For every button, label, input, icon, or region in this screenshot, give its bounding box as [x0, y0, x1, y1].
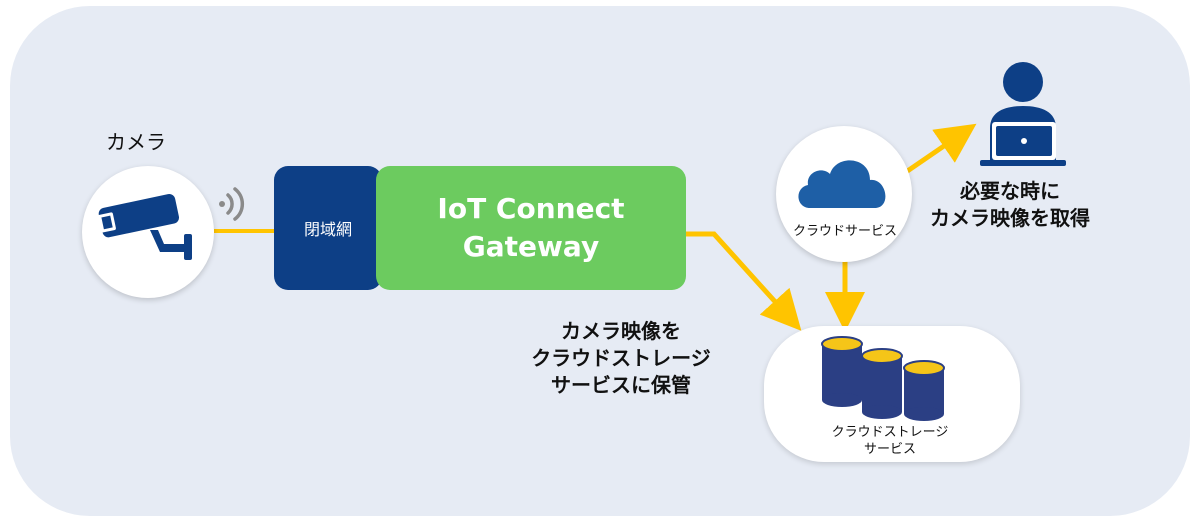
- database-cylinder-1: [821, 336, 863, 407]
- camera-label: カメラ: [106, 130, 166, 154]
- store-annotation: カメラ映像を クラウドストレージ サービスに保管: [506, 318, 736, 399]
- camera-icon: [97, 193, 192, 260]
- iot-connect-gateway-box: IoT Connect Gateway: [376, 166, 686, 290]
- cloud-service-label: クラウドサービス: [792, 224, 897, 239]
- store-annotation-line2: クラウドストレージ: [531, 346, 711, 370]
- retrieve-annotation-line2: カメラ映像を取得: [930, 206, 1090, 230]
- gateway-title-line2: Gateway: [462, 230, 600, 263]
- closed-network-label: 閉域網: [303, 220, 352, 239]
- store-annotation-line1: カメラ映像を: [561, 319, 681, 343]
- database-icon: [821, 336, 945, 421]
- cloud-storage-label-line2: サービス: [863, 442, 916, 457]
- user-laptop-icon: [980, 62, 1066, 166]
- wireless-signal-icon: [219, 187, 245, 221]
- gateway-to-storage-arrow: [686, 231, 802, 331]
- cloud-icon: [798, 160, 886, 208]
- cloud-storage-label-line1: クラウドストレージ: [831, 425, 949, 440]
- database-cylinder-2: [861, 348, 903, 419]
- store-annotation-line3: サービスに保管: [551, 373, 691, 397]
- database-cylinder-3: [903, 360, 945, 421]
- closed-network-box: 閉域網: [274, 166, 382, 290]
- cloud-to-user-arrow: [904, 123, 977, 175]
- retrieve-annotation-line1: 必要な時に: [960, 179, 1060, 203]
- cloud-storage-label: クラウドストレージ サービス: [790, 424, 990, 458]
- gateway-title-line1: IoT Connect: [437, 192, 625, 225]
- retrieve-annotation: 必要な時に カメラ映像を取得: [910, 178, 1110, 232]
